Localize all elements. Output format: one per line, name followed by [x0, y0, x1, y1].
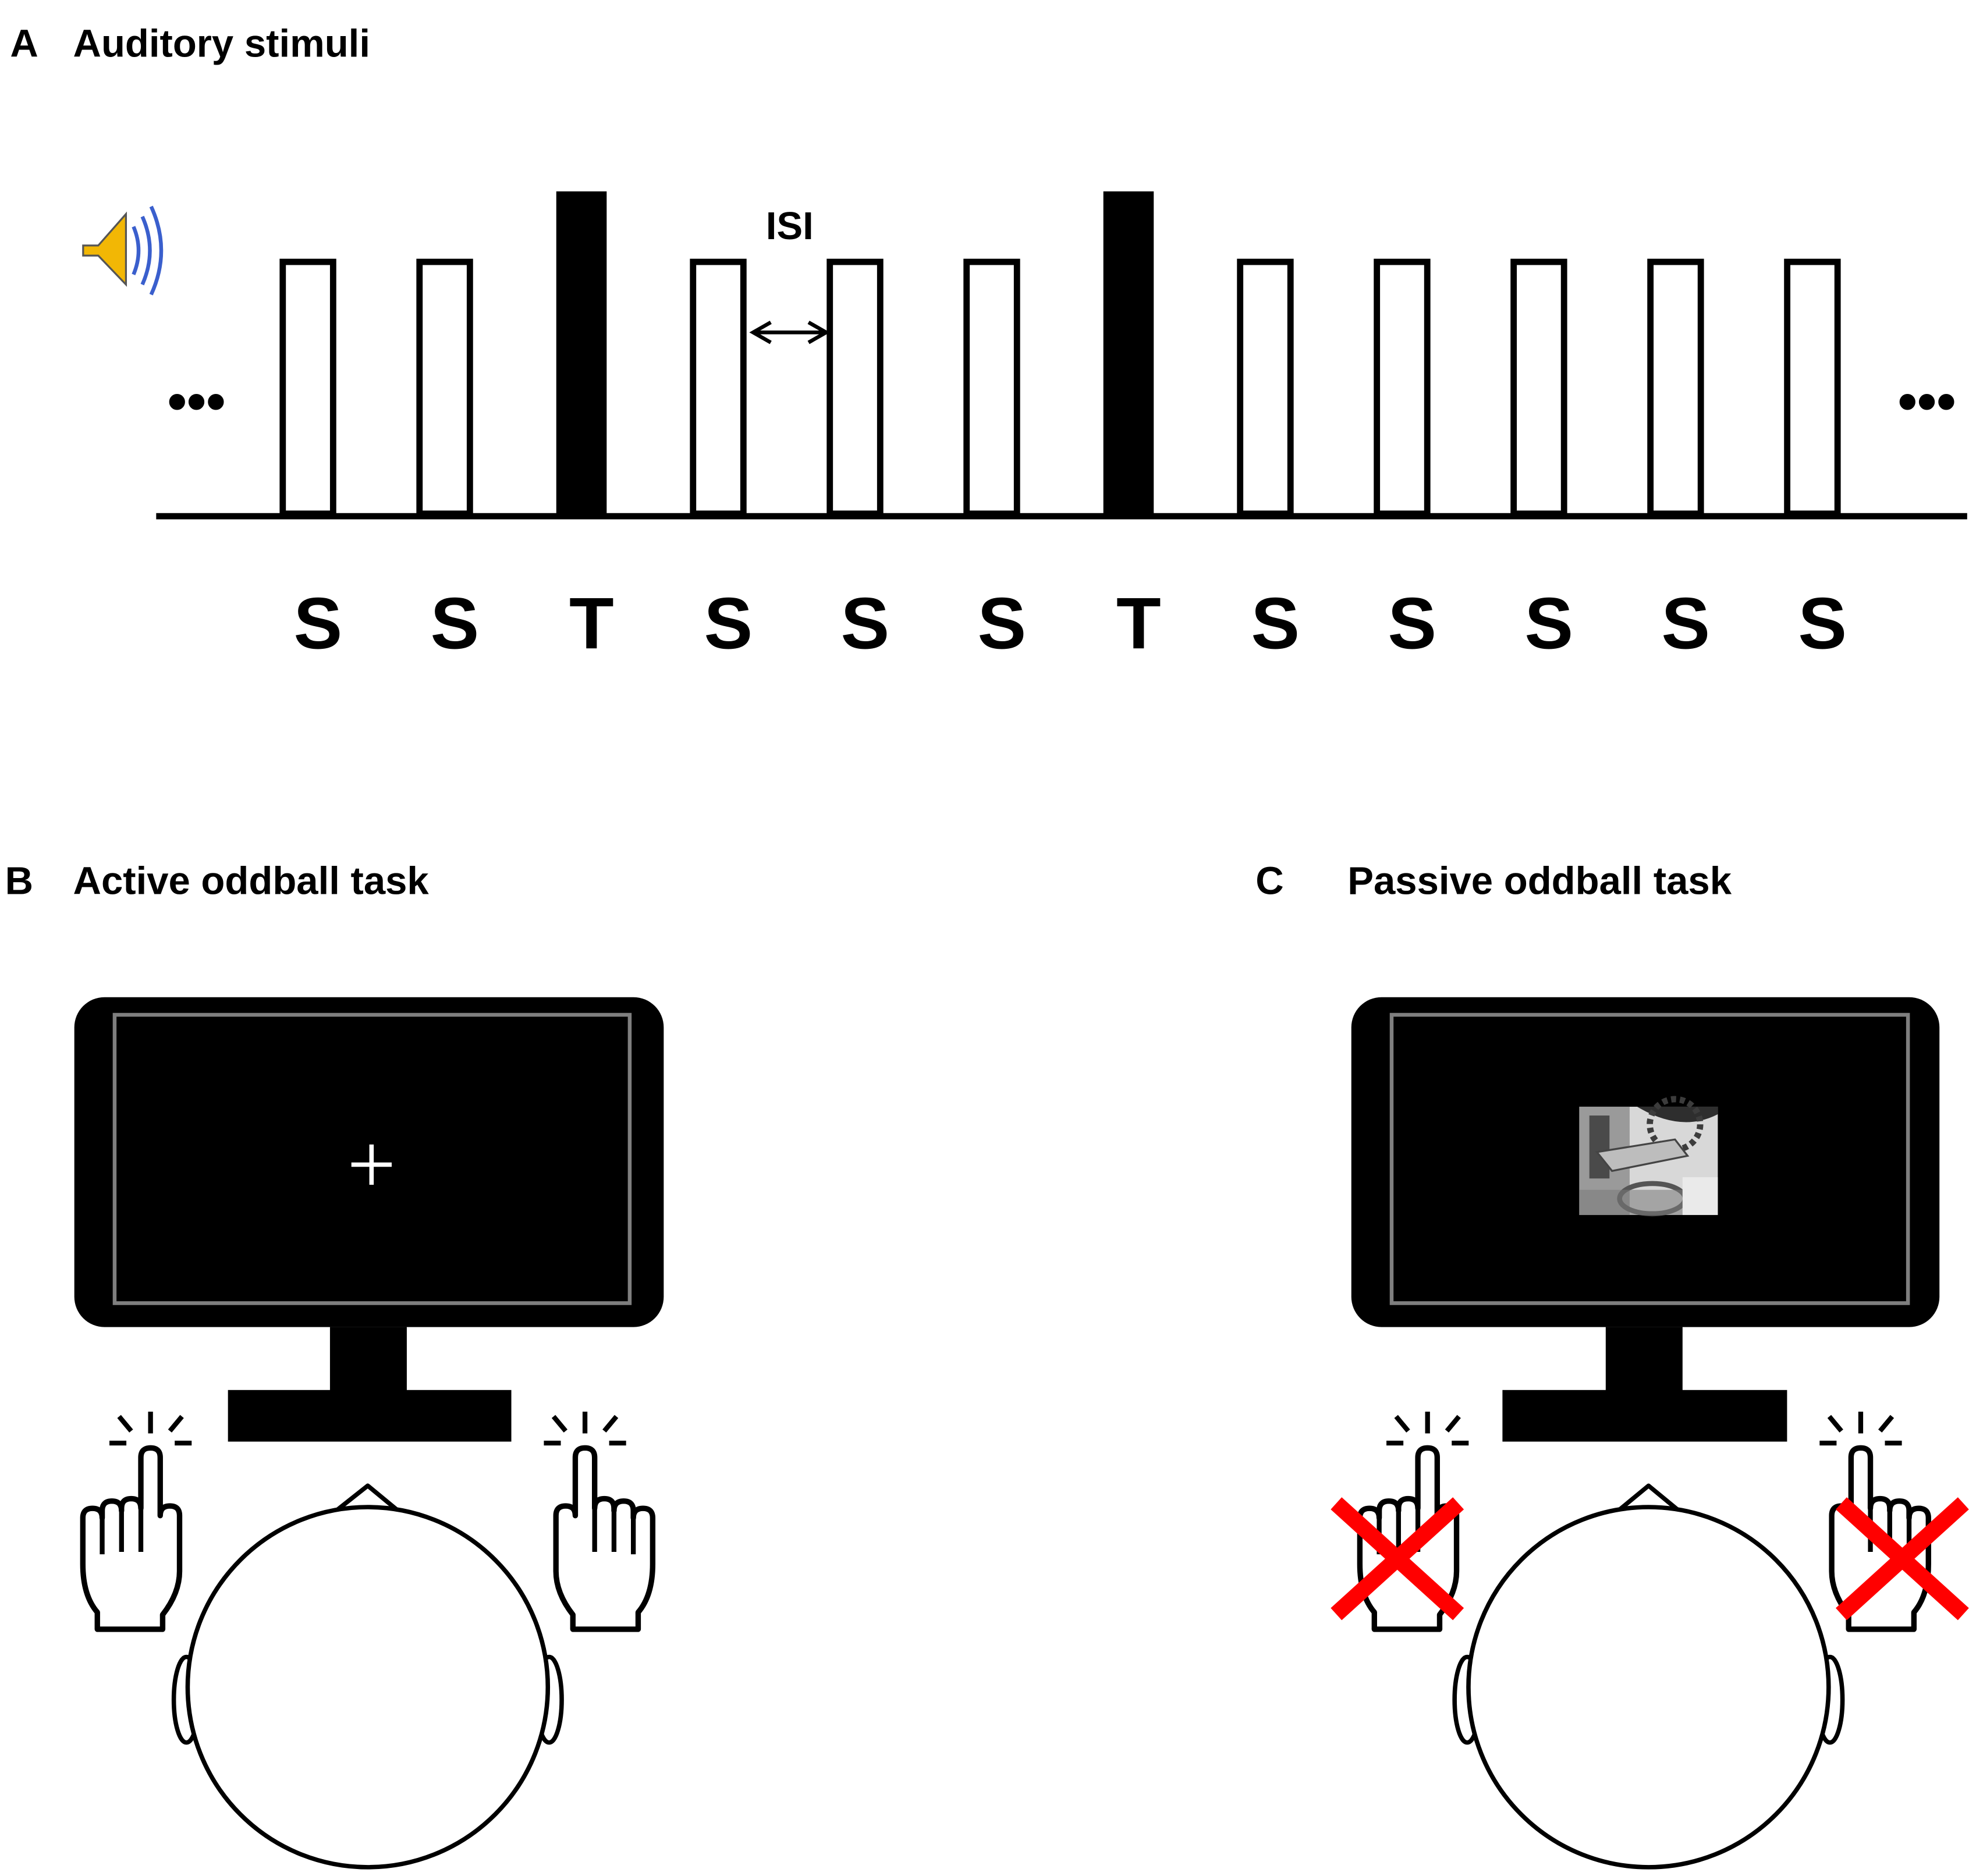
standard-stimulus-bar: [690, 258, 747, 517]
standard-label: S: [977, 582, 1026, 664]
panel-c: C Passive oddball task: [1255, 859, 1969, 1870]
ellipsis-left: •••: [168, 371, 226, 433]
standard-stimulus-bar: [279, 258, 336, 517]
monitor-active: [74, 997, 664, 1442]
target-label: T: [1116, 582, 1161, 664]
speaker-icon: [82, 205, 164, 296]
standard-label: S: [1251, 582, 1300, 664]
standard-label: S: [840, 582, 889, 664]
movie-frame-image: [1579, 1096, 1718, 1217]
standard-stimulus-bar: [416, 258, 473, 517]
standard-label: S: [1661, 582, 1710, 664]
standard-stimulus-bar: [1647, 258, 1704, 517]
panel-a-letter: A: [10, 22, 38, 65]
standard-stimulus-bar: [1784, 258, 1841, 517]
left-cross-out-icon: [1331, 1497, 1464, 1621]
standard-label: S: [1798, 582, 1847, 664]
standard-label: S: [1388, 582, 1436, 664]
standard-label: S: [704, 582, 753, 664]
standard-label: S: [294, 582, 343, 664]
isi-label: ISI: [766, 204, 814, 248]
panel-b-letter: B: [5, 859, 33, 903]
isi-double-arrow: [749, 321, 830, 344]
right-cross-out-icon: [1835, 1497, 1969, 1621]
standard-stimulus-bar: [826, 258, 884, 517]
left-hand-press-icon: [83, 1412, 191, 1629]
fixation-cross: [351, 1144, 392, 1185]
right-hand-press-icon: [544, 1412, 652, 1629]
left-hand-no-press-icon: [1360, 1412, 1468, 1629]
standard-label: S: [1524, 582, 1573, 664]
panel-c-title: Passive oddball task: [1347, 859, 1732, 903]
panel-b: B Active oddball task: [5, 859, 664, 1870]
standard-stimulus-bar: [1237, 258, 1294, 517]
standard-stimulus-bar: [963, 258, 1020, 517]
ellipsis-right: •••: [1898, 371, 1956, 433]
right-hand-no-press-icon: [1819, 1412, 1928, 1629]
standard-stimulus-bar: [1374, 258, 1431, 517]
head-top-view-active: [171, 1483, 564, 1870]
target-stimulus-bar: [1103, 191, 1154, 514]
target-label: T: [569, 582, 614, 664]
stimulus-bars: [279, 191, 1841, 517]
standard-stimulus-bar: [1510, 258, 1567, 517]
panel-b-title: Active oddball task: [73, 859, 430, 903]
panel-c-letter: C: [1255, 859, 1283, 903]
monitor-passive: [1351, 997, 1940, 1442]
target-stimulus-bar: [556, 191, 607, 514]
standard-label: S: [431, 582, 480, 664]
head-top-view-passive: [1452, 1483, 1845, 1870]
panel-a-title: Auditory stimuli: [73, 22, 370, 65]
